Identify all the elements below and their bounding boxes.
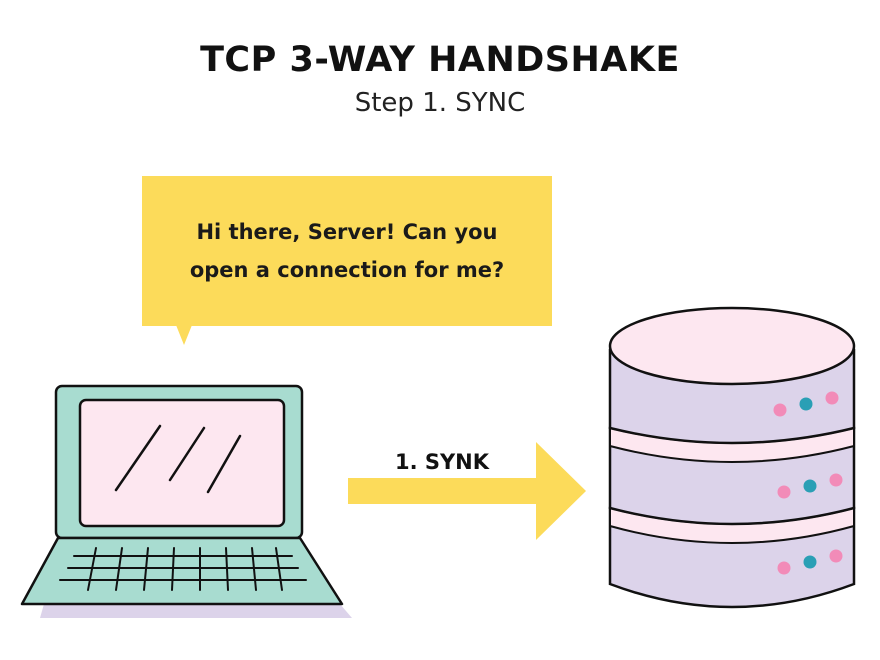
diagram-title: TCP 3-WAY HANDSHAKE <box>200 40 680 80</box>
laptop-icon <box>20 384 352 618</box>
server-leds <box>773 391 843 575</box>
speech-bubble-tail <box>176 325 192 345</box>
diagram-subtitle: Step 1. SYNC <box>354 88 526 118</box>
speech-bubble-line-2: open a connection for me? <box>189 258 505 282</box>
speech-bubble-line-1: Hi there, Server! Can you <box>196 220 498 244</box>
speech-bubble <box>142 176 552 326</box>
arrow-label: 1. SYNK <box>394 450 490 474</box>
arrow-right-icon <box>348 442 586 540</box>
server-icon <box>608 306 856 609</box>
speech-bubble-text: Hi there, Server! Can you open a connect… <box>142 213 552 289</box>
